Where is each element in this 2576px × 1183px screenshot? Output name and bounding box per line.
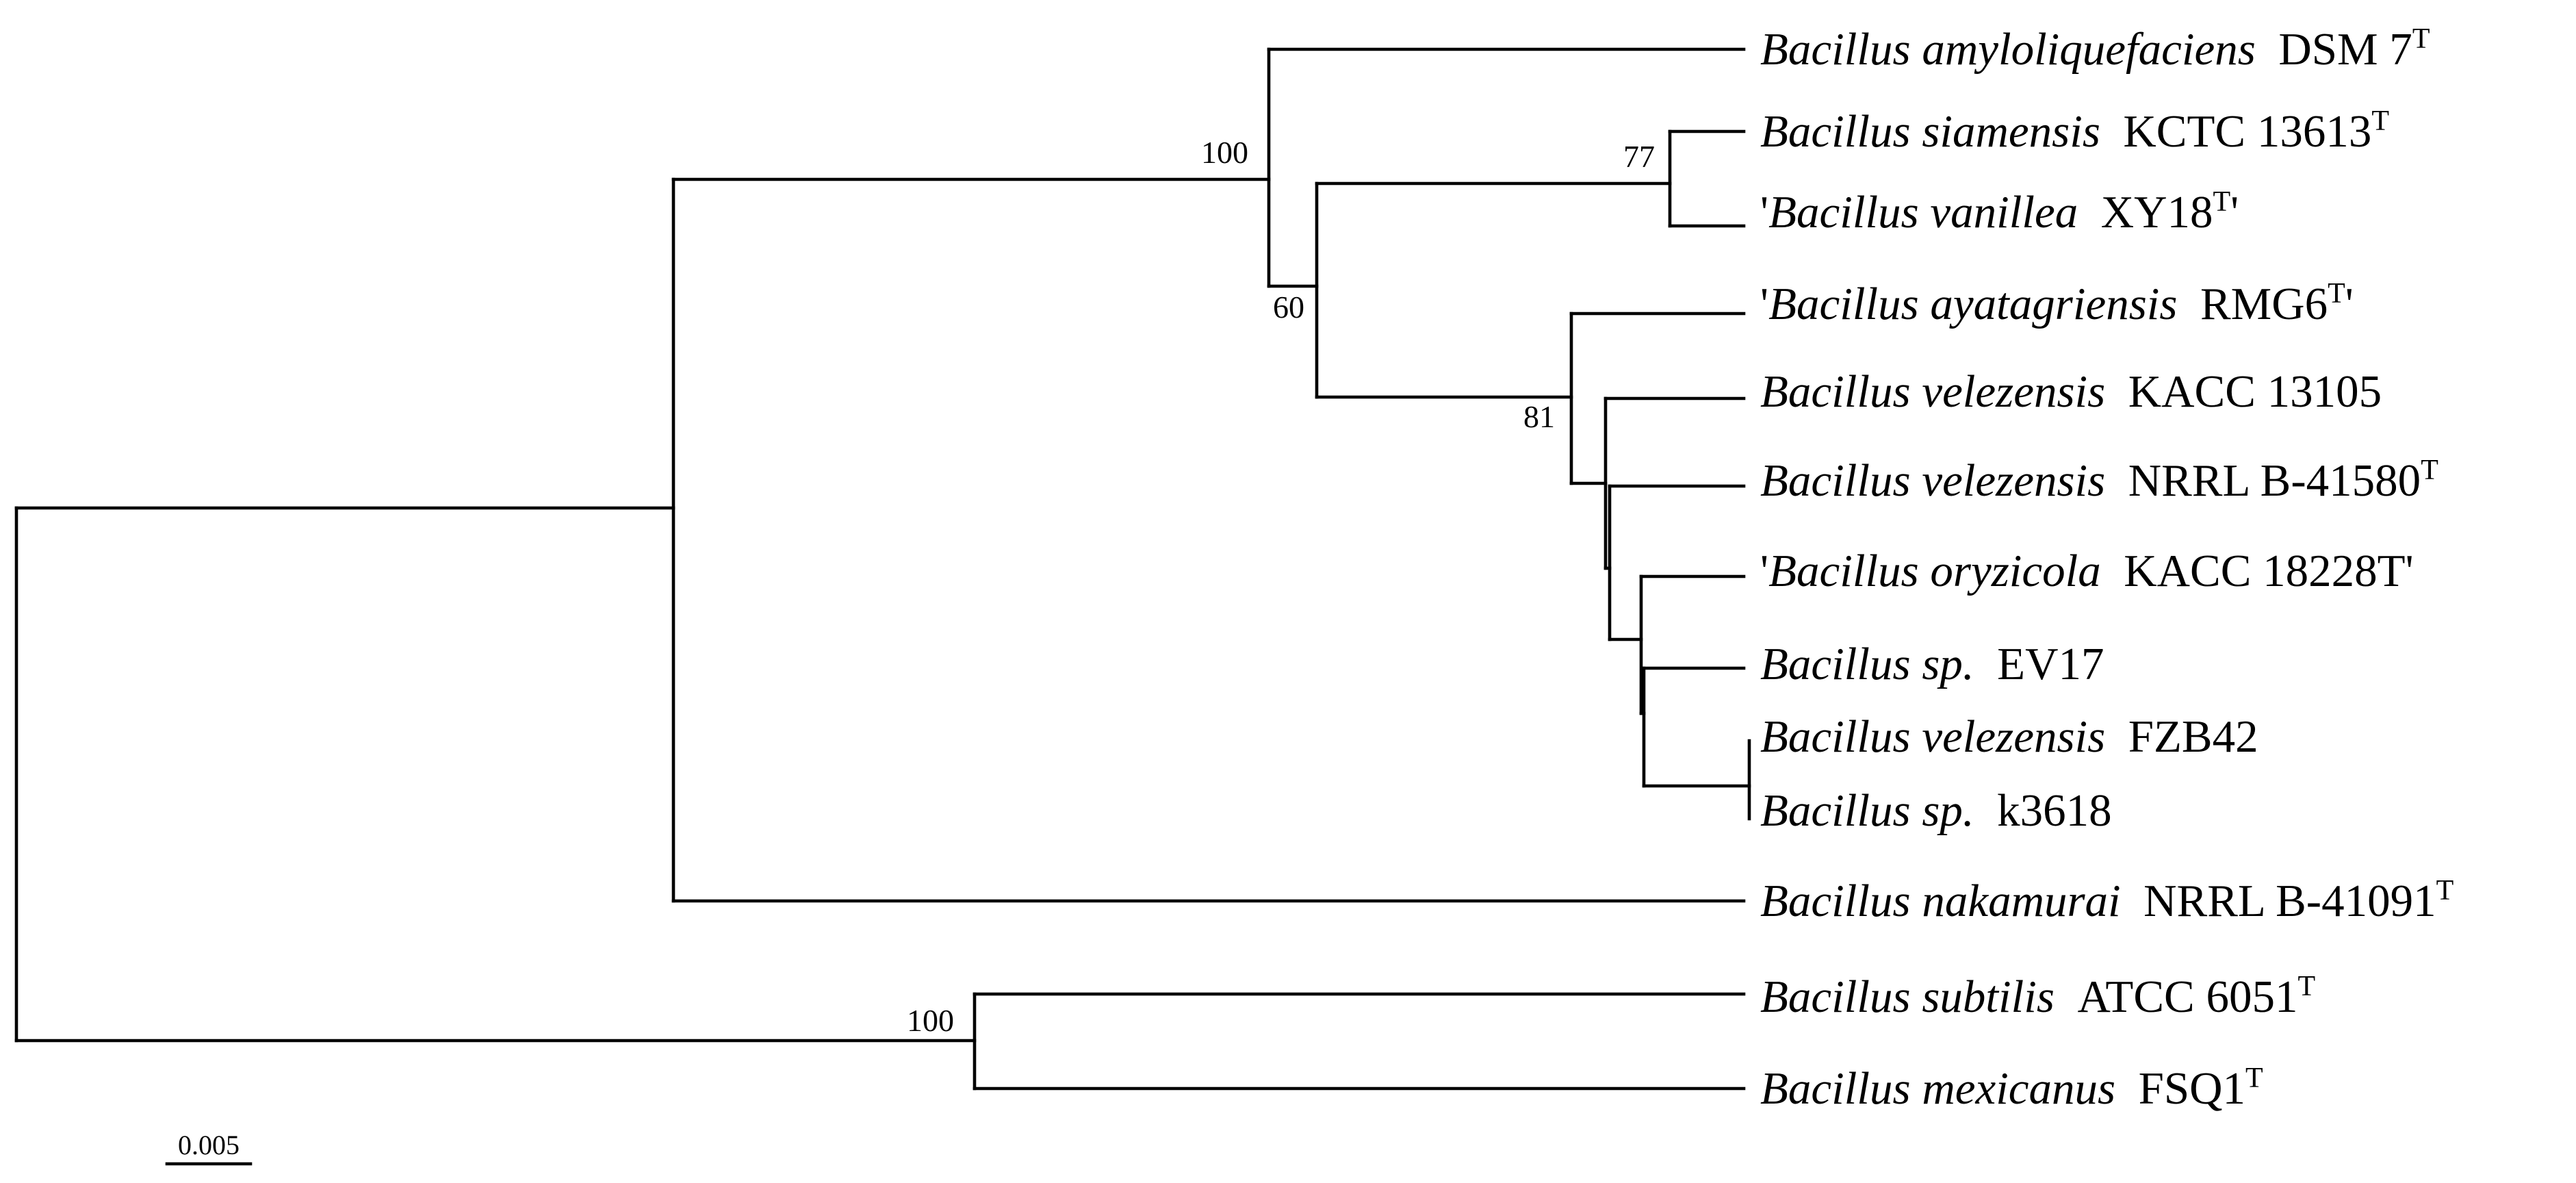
bootstrap-amyloliquefaciens-clade: 100 xyxy=(1201,135,1248,170)
taxon-label: Bacillus amyloliquefaciens DSM 7T xyxy=(1760,23,2430,75)
taxon-species-name: Bacillus velezensis xyxy=(1760,711,2105,762)
taxon-spacer xyxy=(2055,971,2078,1022)
taxon-spacer xyxy=(2105,366,2128,417)
taxon-strain: KACC 18228T xyxy=(2124,546,2405,596)
taxon-strain: NRRL B-41580 xyxy=(2128,455,2421,506)
taxon-label: Bacillus velezensis FZB42 xyxy=(1760,711,2258,762)
taxon-species-name: Bacillus sp. xyxy=(1760,785,1974,836)
taxon-strain: KCTC 13613 xyxy=(2123,106,2371,157)
taxon-strain: RMG6 xyxy=(2200,279,2328,329)
taxon-species-name: Bacillus oryzicola xyxy=(1768,546,2101,596)
taxon-label: 'Bacillus ayatagriensis RMG6T' xyxy=(1760,278,2354,329)
taxon-close-quote: ' xyxy=(2406,546,2414,596)
taxon-close-quote: ' xyxy=(2230,187,2239,238)
taxon-type-strain-mark: T xyxy=(2421,455,2438,486)
taxon-type-strain-mark: T xyxy=(2297,971,2315,1002)
taxon-spacer xyxy=(2121,876,2144,926)
taxon-label: 'Bacillus oryzicola KACC 18228T' xyxy=(1760,546,2414,596)
taxon-strain: EV17 xyxy=(1997,639,2104,689)
taxon-label: 'Bacillus vanillea XY18T' xyxy=(1760,186,2239,238)
taxon-label: Bacillus mexicanus FSQ1T xyxy=(1760,1063,2263,1114)
bootstrap-inner-clade: 60 xyxy=(1273,290,1304,325)
taxon-open-quote: ' xyxy=(1760,546,1768,596)
taxon-strain: NRRL B-41091 xyxy=(2143,876,2436,926)
taxon-label: Bacillus subtilis ATCC 6051T xyxy=(1760,971,2315,1022)
taxon-spacer xyxy=(2115,1063,2139,1114)
tree-branches xyxy=(14,47,1751,1091)
taxon-strain: FSQ1 xyxy=(2139,1063,2245,1114)
taxon-species-name: Bacillus velezensis xyxy=(1760,366,2105,417)
taxon-type-strain-mark: T xyxy=(2371,105,2389,137)
taxon-species-name: Bacillus sp. xyxy=(1760,639,1974,689)
taxon-spacer xyxy=(2256,24,2279,75)
taxon-species-name: Bacillus nakamurai xyxy=(1760,876,2121,926)
taxon-spacer xyxy=(2105,711,2128,762)
taxon-spacer xyxy=(2105,455,2128,506)
bootstrap-subtilis-mexicanus: 100 xyxy=(907,1003,954,1038)
taxon-strain: XY18 xyxy=(2101,187,2213,238)
taxon-species-name: Bacillus vanillea xyxy=(1768,187,2078,238)
taxon-spacer xyxy=(2177,279,2200,329)
taxon-species-name: Bacillus velezensis xyxy=(1760,455,2105,506)
taxon-species-name: Bacillus amyloliquefaciens xyxy=(1760,24,2256,75)
taxon-strain: k3618 xyxy=(1997,785,2112,836)
taxon-strain: DSM 7 xyxy=(2278,24,2412,75)
taxon-label: Bacillus nakamurai NRRL B-41091T xyxy=(1760,875,2453,926)
scale-bar-label: 0.005 xyxy=(178,1130,240,1160)
taxon-strain: ATCC 6051 xyxy=(2077,971,2297,1022)
bootstrap-velezensis-clade: 81 xyxy=(1523,399,1555,434)
taxon-open-quote: ' xyxy=(1760,279,1768,329)
taxon-strain: FZB42 xyxy=(2128,711,2258,762)
taxon-species-name: Bacillus ayatagriensis xyxy=(1768,279,2177,329)
taxon-open-quote: ' xyxy=(1760,187,1768,238)
taxon-labels: Bacillus amyloliquefaciens DSM 7TBacillu… xyxy=(1760,23,2453,1114)
taxon-type-strain-mark: T xyxy=(2245,1063,2263,1094)
taxon-label: Bacillus sp. k3618 xyxy=(1760,785,2112,836)
taxon-type-strain-mark: T xyxy=(2328,278,2345,309)
taxon-label: Bacillus siamensis KCTC 13613T xyxy=(1760,105,2389,157)
taxon-spacer xyxy=(2101,546,2124,596)
bootstrap-values: 100 77 60 81 100 xyxy=(907,135,1655,1038)
taxon-label: Bacillus sp. EV17 xyxy=(1760,639,2104,689)
taxon-species-name: Bacillus subtilis xyxy=(1760,971,2055,1022)
taxon-species-name: Bacillus siamensis xyxy=(1760,106,2100,157)
taxon-spacer xyxy=(2100,106,2124,157)
taxon-type-strain-mark: T xyxy=(2412,23,2430,55)
taxon-type-strain-mark: T xyxy=(2213,186,2231,218)
taxon-close-quote: ' xyxy=(2345,279,2354,329)
taxon-spacer xyxy=(1974,785,1998,836)
taxon-spacer xyxy=(1974,639,1998,689)
taxon-species-name: Bacillus mexicanus xyxy=(1760,1063,2115,1114)
bootstrap-siamensis-vanillea: 77 xyxy=(1623,139,1655,174)
taxon-label: Bacillus velezensis NRRL B-41580T xyxy=(1760,455,2438,506)
taxon-type-strain-mark: T xyxy=(2436,875,2454,906)
taxon-spacer xyxy=(2078,187,2101,238)
scale-bar: 0.005 xyxy=(165,1130,253,1166)
taxon-label: Bacillus velezensis KACC 13105 xyxy=(1760,366,2382,417)
taxon-strain: KACC 13105 xyxy=(2128,366,2382,417)
